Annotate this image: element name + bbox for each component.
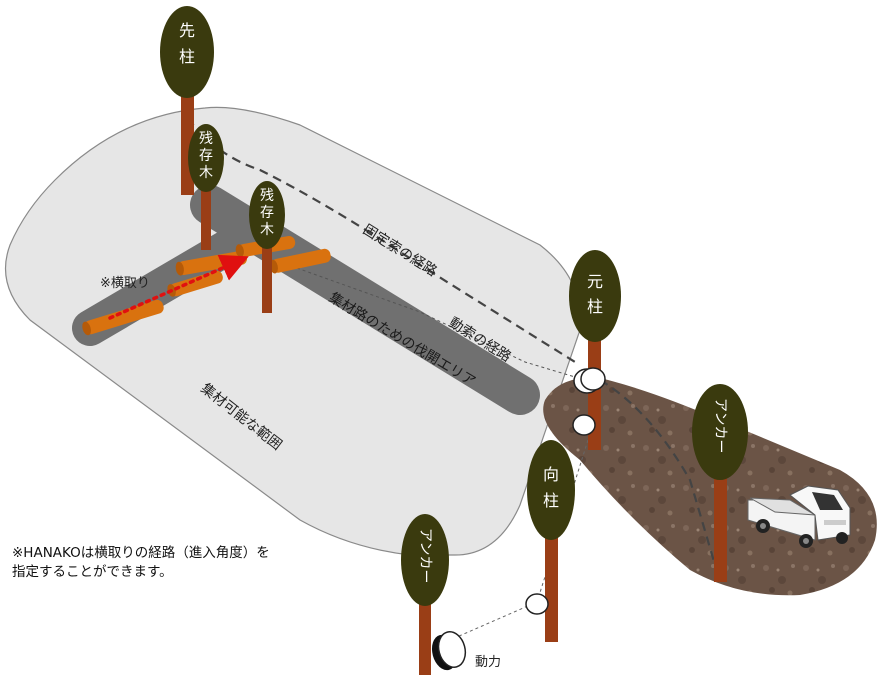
ground-road [543, 377, 877, 596]
collection-range-area [4, 106, 582, 556]
note-line-1: ※HANAKOは横取りの経路（進入角度）を [12, 545, 270, 561]
svg-text:存: 存 [199, 148, 213, 164]
note-text: ※HANAKOは横取りの経路（進入角度）を 指定することができます。 [12, 544, 270, 582]
svg-text:存: 存 [260, 205, 274, 221]
tree-anchor-right: アンカー [692, 384, 748, 582]
svg-text:残: 残 [260, 188, 274, 204]
tree-anchor-bottom: アンカー [401, 514, 449, 675]
svg-text:柱: 柱 [179, 47, 195, 66]
svg-text:残: 残 [199, 131, 213, 147]
svg-text:元: 元 [587, 272, 603, 291]
svg-text:木: 木 [199, 165, 213, 181]
svg-text:柱: 柱 [587, 297, 603, 316]
pulley-tail [525, 593, 549, 615]
anchor-rope-right [599, 379, 720, 576]
svg-text:アンカー: アンカー [712, 398, 728, 453]
tree-residual-1: 残 存 木 [188, 124, 224, 250]
tree-tail-spar: 向 柱 [527, 440, 575, 642]
lateral-yarding-label: ※横取り [100, 276, 150, 291]
lateral-yarding-arrow [108, 254, 249, 320]
svg-text:木: 木 [260, 222, 274, 238]
log [82, 299, 164, 336]
pulley-top [573, 367, 606, 394]
svg-text:柱: 柱 [543, 491, 559, 510]
note-line-2: 指定することができます。 [12, 564, 173, 580]
tree-head-spar: 先 柱 [160, 6, 214, 195]
pulley-mid [572, 414, 596, 436]
truck [747, 485, 851, 548]
power-winch [431, 631, 467, 671]
moving-rope-path [279, 261, 586, 381]
svg-text:アンカー: アンカー [417, 528, 433, 583]
svg-text:先: 先 [179, 21, 195, 40]
svg-text:向: 向 [543, 465, 559, 484]
tree-residual-2: 残 存 木 [249, 181, 285, 313]
power-label: 動力 [475, 655, 501, 670]
